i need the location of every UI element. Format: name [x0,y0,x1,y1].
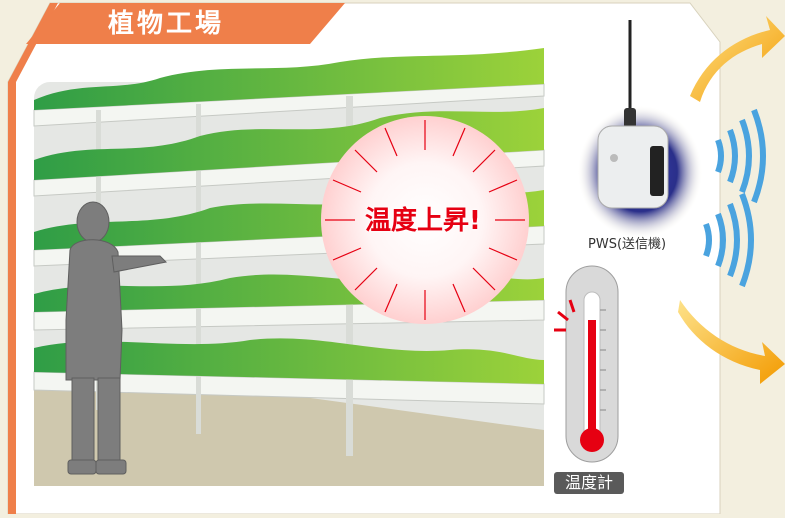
title-banner [26,3,345,44]
page-title: 植物工場 [108,9,225,39]
alert-text: 温度上昇! [365,206,481,236]
photo-area [33,48,545,486]
thermometer-icon [554,265,619,463]
alert-burst [321,116,529,324]
wireless-signal-icon [703,108,766,288]
panel-accent [8,3,58,514]
arrow-icon [678,16,785,384]
worker-icon [65,201,168,475]
thermometer-label: 温度計 [554,472,624,494]
transmitter-label: PWS(送信機) [588,237,667,252]
transmitter [578,20,702,238]
